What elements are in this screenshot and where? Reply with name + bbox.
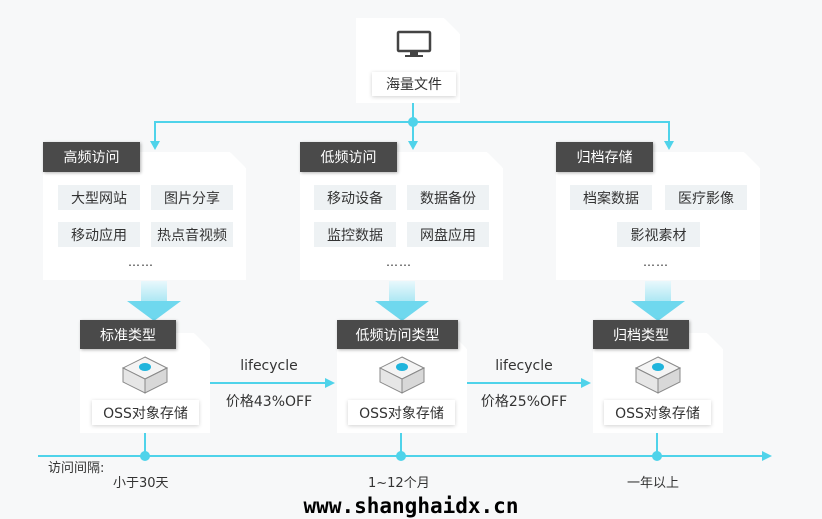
storage-label: OSS对象存储	[604, 400, 711, 425]
connector	[400, 433, 402, 455]
arrow-down-icon	[150, 141, 160, 150]
source-label: 海量文件	[372, 72, 456, 96]
storage-title: 低频访问类型	[337, 320, 458, 349]
connector	[668, 121, 670, 143]
lifecycle-arrow	[467, 382, 583, 384]
arrow-down-icon	[408, 141, 418, 150]
category-card-high	[43, 152, 246, 280]
lifecycle-arrow	[210, 382, 327, 384]
tag: 移动设备	[314, 185, 396, 210]
connector	[154, 121, 156, 143]
category-title: 高频访问	[43, 142, 140, 172]
tag: 医疗影像	[665, 185, 747, 210]
tag: 图片分享	[151, 185, 233, 210]
price-label: 价格25%OFF	[480, 394, 568, 410]
connector	[144, 433, 146, 455]
cloud-cube-icon	[378, 356, 426, 394]
tag: 网盘应用	[407, 222, 489, 247]
tag: 监控数据	[314, 222, 396, 247]
category-title: 低频访问	[300, 142, 397, 172]
price-label: 价格43%OFF	[225, 394, 313, 410]
flow-arrow-icon	[375, 281, 429, 321]
tag: 大型网站	[58, 185, 140, 210]
flow-arrow-icon	[127, 281, 181, 321]
arrow-down-icon	[664, 141, 674, 150]
storage-label: OSS对象存储	[92, 400, 199, 425]
storage-title: 标准类型	[80, 320, 176, 349]
timeline-dot	[140, 451, 150, 461]
connector	[656, 433, 658, 455]
flow-arrow-icon	[631, 281, 685, 321]
tag: 档案数据	[570, 185, 652, 210]
category-title: 归档存储	[556, 142, 653, 172]
monitor-icon	[396, 30, 432, 57]
arrow-right-icon	[762, 451, 772, 461]
interval-label: 一年以上	[627, 476, 680, 491]
timeline-dot	[396, 451, 406, 461]
lifecycle-label: lifecycle	[240, 358, 298, 374]
tag: 数据备份	[407, 185, 489, 210]
connector	[412, 103, 414, 122]
interval-label: 1~12个月	[368, 476, 430, 491]
watermark: www.shanghaidx.cn	[303, 494, 519, 518]
timeline-dot	[652, 451, 662, 461]
category-card-low	[300, 152, 503, 280]
cloud-cube-icon	[634, 356, 682, 394]
cloud-cube-icon	[121, 356, 169, 394]
more-ellipsis: ……	[128, 255, 154, 269]
storage-label: OSS对象存储	[348, 400, 455, 425]
category-card-archive	[556, 152, 760, 280]
more-ellipsis: ……	[386, 255, 412, 269]
arrow-right-icon	[325, 378, 335, 388]
interval-label: 小于30天	[113, 476, 169, 491]
connector	[412, 121, 414, 143]
arrow-right-icon	[581, 378, 591, 388]
more-ellipsis: ……	[643, 255, 669, 269]
timeline-label: 访问间隔:	[48, 461, 105, 476]
tag: 移动应用	[58, 222, 140, 247]
tag: 热点音视频	[151, 222, 233, 247]
tag: 影视素材	[617, 222, 700, 247]
storage-title: 归档类型	[593, 320, 689, 349]
lifecycle-label: lifecycle	[495, 358, 553, 374]
